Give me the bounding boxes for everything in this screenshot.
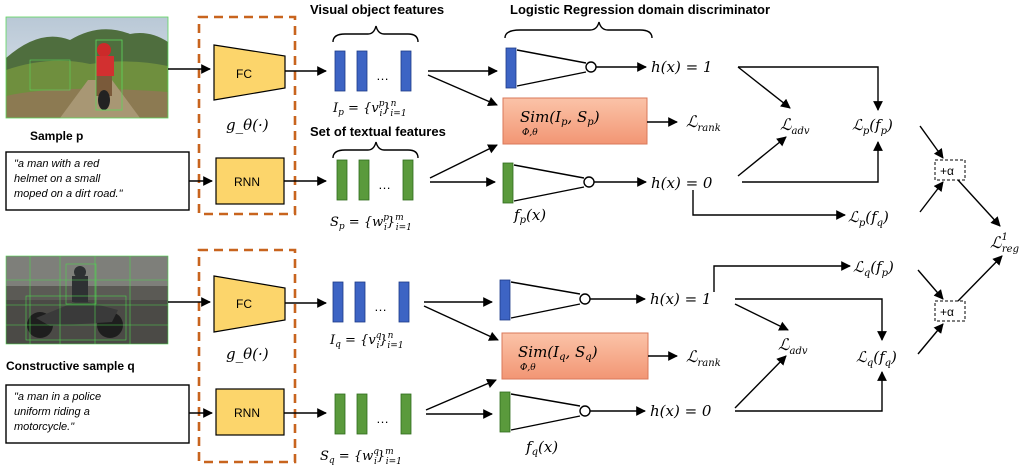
sample-q-image bbox=[5, 255, 169, 345]
discriminator-header: Logistic Regression domain discriminator bbox=[510, 2, 770, 17]
arrow-lqfp-to-alpha bbox=[917, 269, 944, 300]
visual-features-header: Visual object features bbox=[310, 2, 444, 17]
arrow-txt-q-to-sim bbox=[425, 378, 497, 411]
g-theta-label-q: g_θ(·) bbox=[226, 345, 269, 363]
text-feature-bars-p bbox=[336, 159, 414, 201]
arrow-lpfq-to-alpha bbox=[919, 181, 944, 213]
rnn-label-p: RNN bbox=[234, 175, 260, 189]
arrow-h0p-to-adv bbox=[737, 136, 787, 177]
ellipsis-vis-p: … bbox=[376, 68, 389, 83]
sample-p-caption: "a man with a red helmet on a small mope… bbox=[14, 158, 124, 200]
sample-p-image bbox=[5, 16, 169, 119]
f-label-p: fp(x) bbox=[513, 206, 546, 226]
arrow-lqfq-to-alpha bbox=[917, 323, 944, 355]
textual-brace bbox=[332, 141, 419, 159]
plus-alpha-box-q bbox=[934, 300, 966, 322]
disc-node-txt-p bbox=[583, 176, 595, 188]
fc-block-q bbox=[213, 275, 286, 333]
arrow-txt-p-to-sim bbox=[429, 144, 498, 179]
visual-brace bbox=[332, 25, 419, 43]
arrow-to-lqfp bbox=[713, 261, 851, 292]
h-top-p: h(x) = 1 bbox=[651, 58, 712, 76]
disc-trapezoid-txt-q bbox=[510, 393, 581, 431]
arrow-h0p-to-lpfp bbox=[742, 141, 883, 183]
arrow-vis-q-to-sim bbox=[423, 305, 499, 341]
adv-loss-q: ℒadv bbox=[778, 335, 808, 357]
discriminator-brace bbox=[504, 21, 653, 39]
adv-loss-p: ℒadv bbox=[780, 115, 810, 137]
disc-trapezoid-vis-p bbox=[516, 49, 587, 87]
rank-loss-p: ℒrank bbox=[686, 112, 721, 134]
sim-label-q: Sim(Iq, Sq) bbox=[518, 343, 598, 363]
encoder-frame-p bbox=[197, 15, 297, 216]
lq-fq-loss: ℒq(fq) bbox=[856, 348, 897, 369]
arrow-h1q-to-adv bbox=[734, 303, 789, 331]
disc-input-txt-q bbox=[499, 391, 511, 433]
ellipsis-txt-q: … bbox=[376, 411, 389, 426]
rnn-label-q: RNN bbox=[234, 406, 260, 420]
visual-feature-bars-q bbox=[332, 281, 410, 323]
sim-box-p bbox=[502, 97, 648, 145]
fc-label-q: FC bbox=[236, 297, 252, 311]
disc-node-vis-p bbox=[585, 61, 597, 73]
sim-label-p: Sim(Ip, Sp) bbox=[520, 108, 600, 128]
disc-input-vis-q bbox=[499, 279, 511, 321]
arrow-h1p-to-adv bbox=[737, 66, 791, 109]
sim-sub-p: Φ,θ bbox=[522, 128, 538, 138]
sample-q-label: Constructive sample q bbox=[6, 359, 135, 373]
arrow-to-lpfq bbox=[692, 190, 846, 220]
text-feature-bars-q bbox=[334, 393, 412, 435]
arrow-lpfp-to-alpha bbox=[919, 125, 944, 159]
sim-sub-q: Φ,θ bbox=[520, 363, 536, 373]
sample-p-caption-box bbox=[5, 151, 190, 211]
rank-loss-q: ℒrank bbox=[686, 347, 721, 369]
rnn-block-q bbox=[215, 388, 285, 436]
disc-input-vis-p bbox=[505, 47, 517, 89]
arrow-h0q-to-adv bbox=[734, 355, 787, 409]
fc-block-p bbox=[213, 44, 286, 101]
disc-input-txt-p bbox=[502, 162, 514, 204]
fc-label-p: FC bbox=[236, 67, 252, 81]
ellipsis-txt-p: … bbox=[378, 177, 391, 192]
h-top-q: h(x) = 1 bbox=[650, 290, 711, 308]
arrow-h1q-to-lqfq bbox=[735, 298, 887, 341]
plus-alpha-label-q: +α bbox=[940, 305, 954, 319]
textual-features-header: Set of textual features bbox=[310, 124, 446, 139]
visual-feature-bars-p bbox=[334, 50, 412, 92]
disc-trapezoid-txt-p bbox=[513, 164, 585, 202]
disc-trapezoid-vis-q bbox=[510, 281, 581, 319]
sample-p-label: Sample p bbox=[30, 129, 83, 143]
arrow-vis-p-to-sim bbox=[427, 74, 498, 106]
arrow-h0q-to-lqfq bbox=[735, 371, 887, 412]
arrow-alpha-p-to-reg bbox=[957, 179, 1001, 227]
plus-alpha-label-p: +α bbox=[940, 164, 954, 178]
arrow-h1p-to-lpfp bbox=[738, 66, 883, 111]
f-label-q: fq(x) bbox=[525, 438, 558, 458]
ellipsis-vis-q: … bbox=[374, 299, 387, 314]
plus-alpha-box-p bbox=[934, 159, 966, 181]
lp-fp-loss: ℒp(fp) bbox=[852, 116, 893, 137]
lp-fq-loss: ℒp(fq) bbox=[848, 208, 889, 229]
arrow-alpha-q-to-reg bbox=[957, 255, 1003, 302]
h-bottom-q: h(x) = 0 bbox=[650, 402, 712, 420]
encoder-frame-q bbox=[197, 248, 297, 464]
sample-q-caption: "a man in a police uniform riding a moto… bbox=[14, 391, 104, 433]
sample-q-caption-box bbox=[5, 384, 190, 444]
sim-box-q bbox=[501, 332, 649, 380]
disc-node-txt-q bbox=[579, 405, 591, 417]
g-theta-label-p: g_θ(·) bbox=[226, 116, 269, 134]
disc-node-vis-q bbox=[579, 293, 591, 305]
lq-fp-loss: ℒq(fp) bbox=[853, 258, 894, 279]
h-bottom-p: h(x) = 0 bbox=[651, 174, 713, 192]
